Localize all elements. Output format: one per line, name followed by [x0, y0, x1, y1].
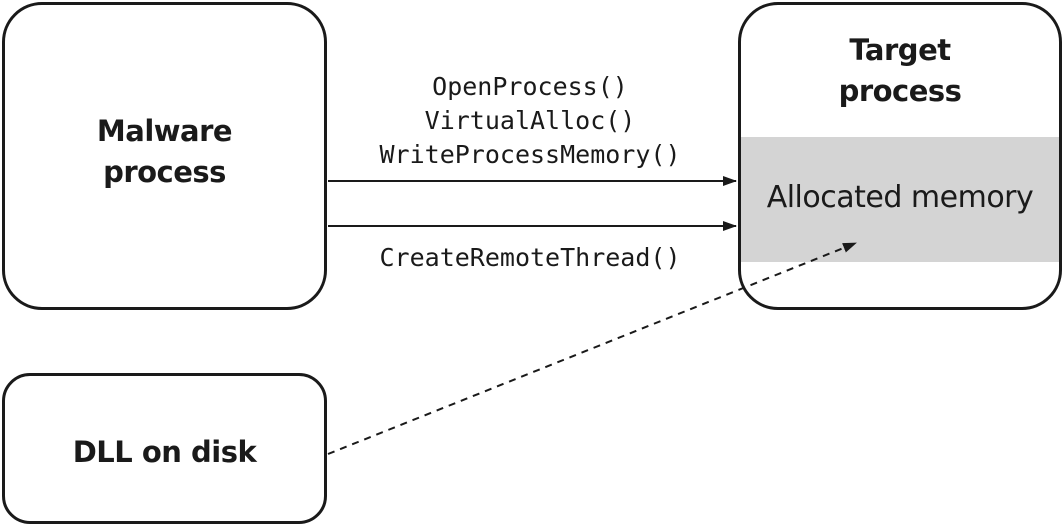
api-call-createremotethread: CreateRemoteThread(): [379, 243, 681, 272]
malware-process-box: Malware process: [2, 2, 327, 310]
target-process-box: Target process Allocated memory: [738, 2, 1062, 310]
malware-process-label: Malware process: [5, 111, 324, 193]
allocated-memory-region: Allocated memory: [741, 137, 1059, 262]
api-call-virtualalloc: VirtualAlloc(): [424, 106, 636, 135]
api-call-openprocess: OpenProcess(): [432, 72, 628, 101]
target-label-line2: process: [838, 74, 962, 108]
target-process-label: Target process: [741, 30, 1059, 112]
malware-label-line1: Malware: [96, 114, 233, 148]
dll-on-disk-label: DLL on disk: [72, 435, 257, 469]
target-label-line1: Target: [849, 33, 951, 67]
allocated-memory-label: Allocated memory: [766, 180, 1034, 215]
api-calls-label-group: OpenProcess() VirtualAlloc() WriteProces…: [330, 70, 730, 172]
malware-label-line2: process: [103, 155, 226, 189]
dll-on-disk-box: DLL on disk: [2, 373, 327, 524]
api-call-writeprocessmemory: WriteProcessMemory(): [379, 140, 681, 169]
